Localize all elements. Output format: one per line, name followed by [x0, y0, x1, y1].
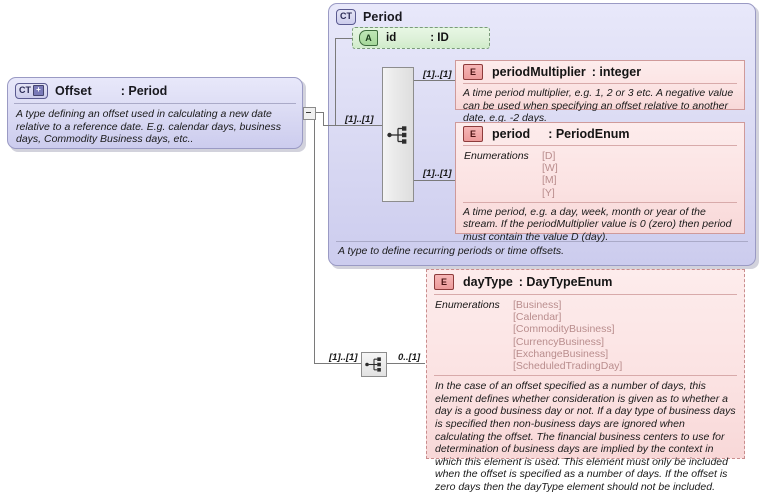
element-dayType[interactable]: E dayType : DayTypeEnum Enumerations [Bu…	[426, 269, 745, 493]
element-type: : integer	[591, 65, 642, 79]
enum-value: [ExchangeBusiness]	[513, 347, 609, 360]
element-periodMultiplier[interactable]: E periodMultiplier : integer A time peri…	[455, 60, 745, 124]
complextype-badge-label: CT	[19, 85, 31, 95]
dayType-annotation: In the case of an offset specified as a …	[435, 380, 736, 493]
enumerations-values: [D] [W] [M] [Y]	[542, 150, 558, 199]
dayType-divider-bottom	[434, 375, 737, 377]
enum-value: [W]	[542, 162, 558, 175]
dayType-header: E dayType : DayTypeEnum	[427, 270, 744, 294]
complextype-badge: CT +	[15, 82, 48, 99]
sequence-cardinality-label: [1]..[1]	[345, 114, 374, 125]
dayType-divider-top	[434, 294, 737, 295]
period-element-cardinality: [1]..[1]	[423, 168, 452, 179]
period-attribute-id[interactable]: A id : ID	[352, 27, 490, 49]
period-annotation: A type to define recurring periods or ti…	[338, 245, 565, 257]
daytype-left-cardinality: [1]..[1]	[329, 352, 358, 363]
connector-daytype-vertical	[314, 112, 315, 363]
element-name: periodMultiplier	[492, 65, 586, 79]
enum-value: [M]	[542, 174, 557, 187]
sequence-connector-icon[interactable]	[361, 352, 387, 377]
plus-icon[interactable]: +	[33, 85, 44, 96]
period-annotation-wrap: A type to define recurring periods or ti…	[332, 241, 752, 263]
element-badge: E	[434, 274, 454, 290]
element-badge: E	[463, 126, 483, 142]
connector-to-daytype	[385, 363, 425, 364]
periodmultiplier-cardinality: [1]..[1]	[423, 69, 452, 80]
connector-offset-vertical	[323, 112, 324, 126]
enum-value: [Business]	[513, 299, 562, 311]
attribute-badge: A	[359, 30, 378, 46]
connector-offset-to-period	[314, 112, 324, 113]
element-name: period	[492, 127, 531, 141]
offset-collapse-toggle[interactable]	[303, 107, 316, 120]
dayType-enumerations-row: Enumerations [Business] [Calendar] [Comm…	[427, 295, 744, 375]
connector-to-periodmultiplier	[412, 80, 455, 81]
attribute-type: : ID	[430, 32, 449, 44]
connector-to-sequence	[335, 125, 383, 126]
period-element-header: E period : PeriodEnum	[456, 123, 744, 145]
enum-value: [ScheduledTradingDay]	[513, 360, 623, 373]
connector-daytype-horizontal	[314, 363, 361, 364]
enum-value: [Y]	[542, 186, 555, 199]
daytype-right-cardinality: 0..[1]	[398, 352, 421, 363]
offset-divider	[14, 103, 296, 104]
connector-period-spine	[335, 38, 336, 126]
offset-name: Offset	[55, 83, 92, 98]
connector-offset-into-period	[323, 125, 335, 126]
period-enumerations-row: Enumerations [D] [W] [M] [Y]	[456, 146, 744, 202]
enumerations-values: [Business] [Calendar] [CommodityBusiness…	[513, 299, 622, 372]
element-type: : DayTypeEnum	[518, 275, 613, 289]
schema-diagram-canvas: CT + Offset : Period A type defining an …	[7, 3, 759, 493]
element-name: dayType	[463, 275, 513, 289]
enum-value: [CommodityBusiness]	[513, 323, 615, 336]
connector-to-id-attribute	[335, 38, 352, 39]
period-name: Period	[363, 9, 403, 24]
attribute-name: id	[386, 32, 397, 44]
complextype-badge: CT	[336, 8, 356, 25]
complextype-badge-label: CT	[340, 11, 352, 21]
periodMultiplier-annotation: A time period multiplier, e.g. 1, 2 or 3…	[463, 87, 734, 125]
period-element-annotation: A time period, e.g. a day, week, month o…	[463, 205, 732, 243]
sequence-glyph-icon	[387, 125, 407, 144]
enumerations-label: Enumerations	[464, 150, 529, 162]
offset-complextype-box[interactable]: CT + Offset : Period A type defining an …	[7, 77, 303, 149]
period-header: CT Period	[329, 4, 755, 29]
offset-type: : Period	[120, 83, 168, 98]
element-type: : PeriodEnum	[548, 127, 630, 141]
periodMultiplier-header: E periodMultiplier : integer	[456, 61, 744, 83]
offset-header: CT + Offset : Period	[8, 78, 302, 103]
period-divider	[336, 241, 748, 242]
offset-annotation: A type defining an offset used in calcul…	[16, 108, 281, 146]
periodMultiplier-divider	[463, 83, 737, 84]
period-element-divider-bottom	[463, 201, 737, 203]
enumerations-label: Enumerations	[435, 299, 500, 311]
element-period[interactable]: E period : PeriodEnum Enumerations [D] […	[455, 122, 745, 243]
enum-value: [D]	[542, 150, 556, 162]
sequence-glyph-icon	[365, 357, 381, 372]
sequence-connector-icon[interactable]	[382, 67, 414, 202]
period-element-divider-top	[463, 145, 737, 146]
enum-value: [Calendar]	[513, 311, 562, 324]
element-badge: E	[463, 64, 483, 80]
connector-to-period-element	[412, 180, 455, 181]
enum-value: [CurrencyBusiness]	[513, 335, 605, 348]
